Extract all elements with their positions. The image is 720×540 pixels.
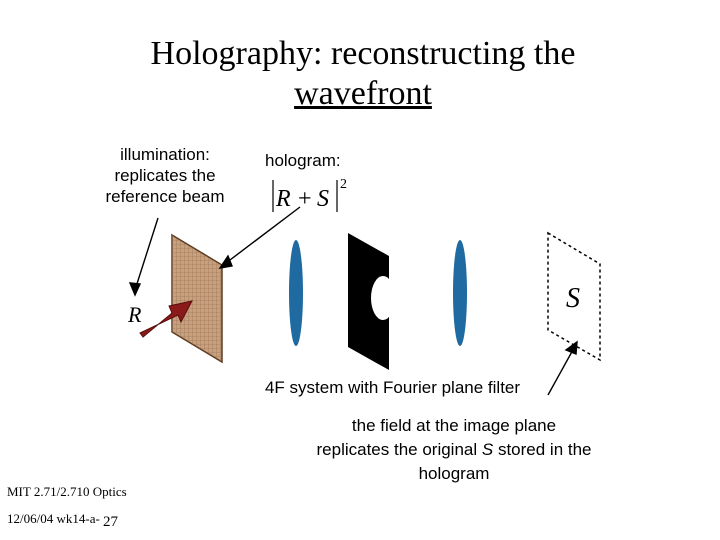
pointer-to-hologram: [225, 206, 301, 264]
lens-2: [453, 240, 467, 346]
image-plane-line-1: the field at the image plane: [351, 416, 557, 435]
fourier-filter: [348, 233, 395, 370]
pointer-to-R: [134, 217, 159, 291]
footer-course: MIT 2.71/2.710 Optics: [7, 484, 127, 499]
formula-S: S: [317, 186, 329, 212]
pointer-to-R-head: [128, 282, 142, 297]
pointer-to-image-plane: [547, 347, 575, 396]
title-line-2: wavefront: [294, 75, 432, 112]
illumination-beam-arrow: [139, 300, 193, 338]
formula-R: R: [275, 186, 291, 212]
reference-symbol: R: [127, 302, 142, 327]
illumination-label: illumination: replicates the reference b…: [105, 145, 225, 206]
lens-1: [289, 240, 303, 346]
image-plane-line-3: hologram: [418, 464, 490, 483]
image-symbol: S: [566, 283, 580, 314]
slide-title: Holography: reconstructing the wavefront: [0, 34, 720, 114]
image-plane-label: the field at the image plane replicates …: [263, 414, 645, 486]
pointer-to-hologram-head: [218, 254, 233, 269]
hologram-label: hologram:: [265, 151, 341, 170]
image-plane-line-2: replicates the original S stored in the: [316, 440, 592, 459]
page-number: 27: [103, 514, 119, 530]
footer-date: 12/06/04 wk14-a- 27: [7, 511, 119, 530]
system-label: 4F system with Fourier plane filter: [264, 378, 521, 397]
image-plane-symbol: S: [481, 440, 494, 459]
image-plane: S: [547, 231, 601, 362]
hologram-plate: [171, 233, 223, 364]
formula-plus: +: [298, 186, 312, 212]
title-line-1: Holography: reconstructing the: [150, 35, 576, 72]
hologram-formula: R + S 2: [272, 177, 347, 212]
pointer-to-image-plane-head: [564, 340, 578, 356]
filter-aperture: [371, 276, 395, 320]
formula-exponent: 2: [340, 177, 347, 192]
